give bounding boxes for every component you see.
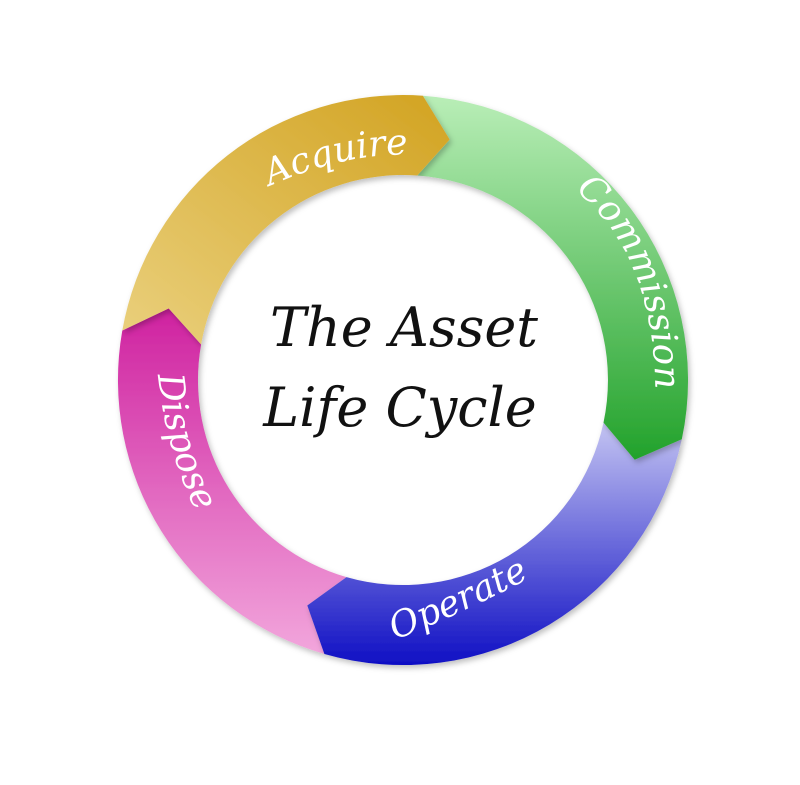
title-line-2: Life Cycle: [262, 376, 537, 439]
ring-segments: [117, 95, 689, 666]
title-line-1: The Asset: [270, 296, 538, 359]
segment-acquire: [122, 95, 450, 345]
segment-dispose: [117, 308, 347, 654]
segment-operate: [307, 422, 682, 666]
segment-commission: [417, 95, 689, 460]
